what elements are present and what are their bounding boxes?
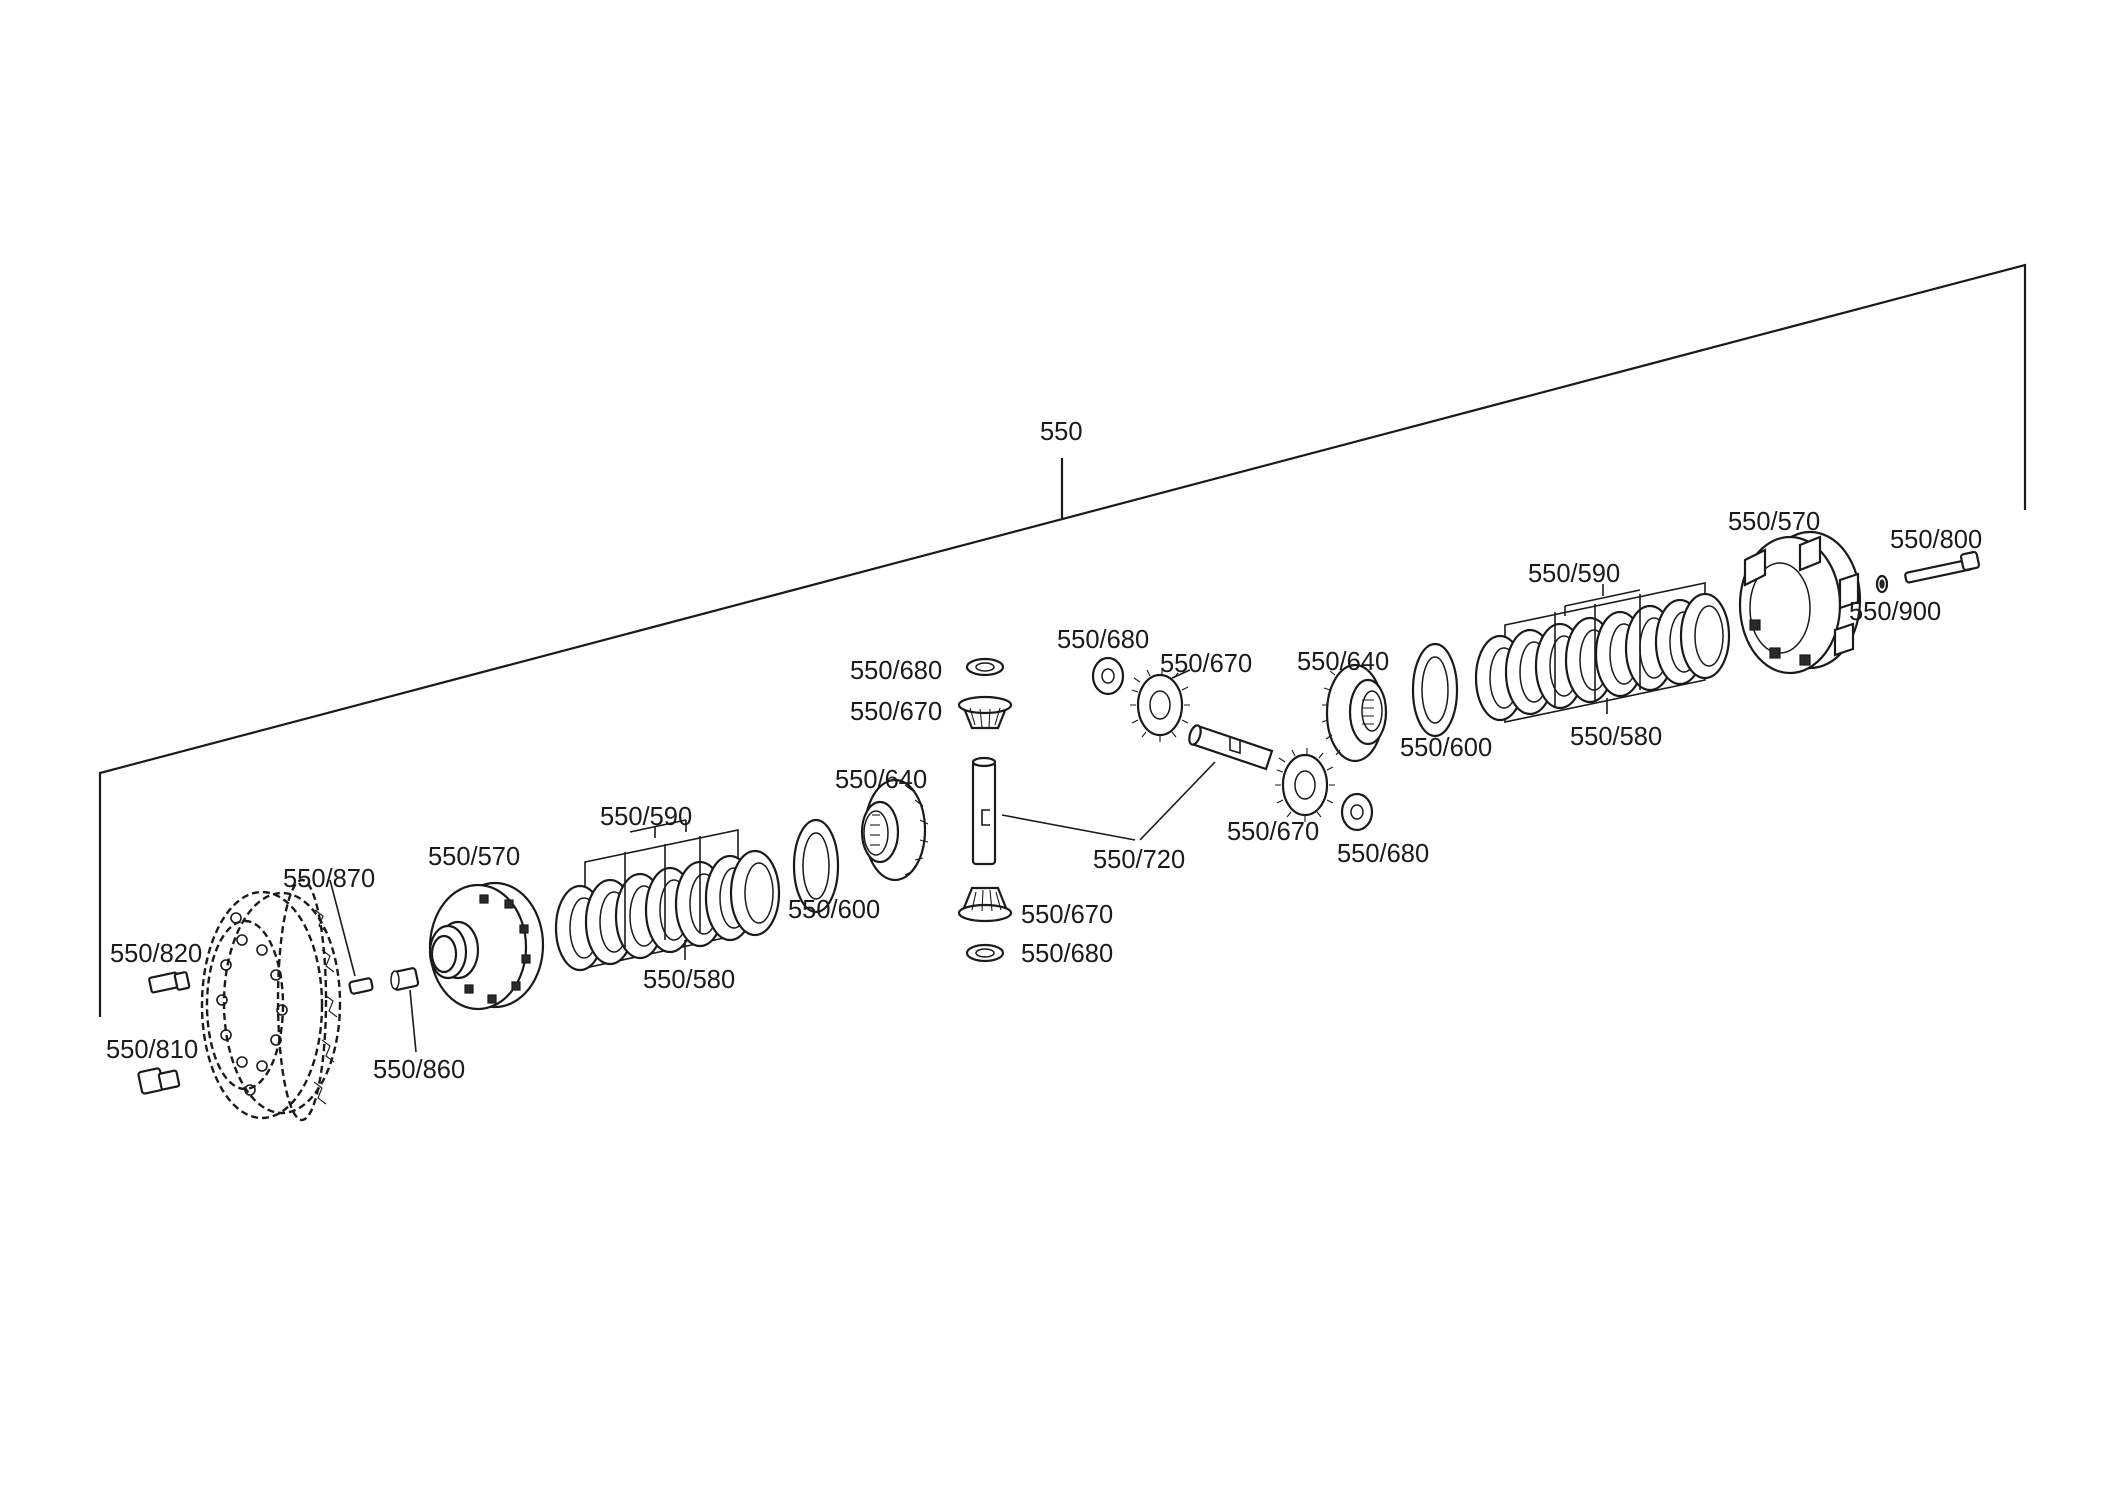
pin-550-870[interactable] <box>329 879 374 995</box>
cross-shaft-550-720-horizontal[interactable] <box>1139 724 1274 841</box>
thrust-washer-550-600-left[interactable] <box>792 818 840 914</box>
label-550-600-right: 550/600 <box>1400 734 1492 762</box>
label-550-640-left: 550/640 <box>835 766 927 794</box>
label-550-680-top-left: 550/680 <box>850 657 942 685</box>
label-550-820: 550/820 <box>110 940 202 968</box>
label-550-720: 550/720 <box>1093 846 1185 874</box>
label-550-680-lower-mid: 550/680 <box>1337 840 1429 868</box>
label-550-800: 550/800 <box>1890 526 1982 554</box>
label-550-860: 550/860 <box>373 1056 465 1084</box>
label-550-590-left: 550/590 <box>600 803 692 831</box>
label-550-600-left: 550/600 <box>788 896 880 924</box>
assembly-label: 550 <box>1040 418 1083 446</box>
diff-case-left-550-570[interactable] <box>428 881 545 1011</box>
pinion-washer-550-680-upper[interactable] <box>1091 656 1125 696</box>
thrust-washer-550-600-right[interactable] <box>1411 642 1459 738</box>
bolt-550-810[interactable] <box>137 1067 181 1095</box>
clutch-pack-right[interactable] <box>1474 582 1731 723</box>
label-550-670-lower-mid: 550/670 <box>1227 818 1319 846</box>
bolt-550-820[interactable] <box>148 971 191 994</box>
label-550-580-right: 550/580 <box>1570 723 1662 751</box>
washer-550-900[interactable] <box>1875 574 1889 594</box>
pinion-gear-550-670-bottom[interactable] <box>957 886 1013 923</box>
label-550-680-bottom: 550/680 <box>1021 940 1113 968</box>
side-gear-550-640-left[interactable] <box>860 778 929 882</box>
pinion-washer-550-680-bottom[interactable] <box>965 943 1005 963</box>
crown-wheel[interactable] <box>200 878 342 1122</box>
label-550-670-top-left: 550/670 <box>850 698 942 726</box>
pinion-gear-550-670-lower[interactable] <box>1275 748 1335 822</box>
label-550-670-upper-mid: 550/670 <box>1160 650 1252 678</box>
label-550-680-upper-mid: 550/680 <box>1057 626 1149 654</box>
assembly-bracket <box>98 263 2027 1017</box>
side-gear-550-640-right[interactable] <box>1321 663 1388 763</box>
bolt-550-800[interactable] <box>1904 550 1981 584</box>
pinion-gear-550-670-upper[interactable] <box>1130 668 1191 742</box>
diff-case-right-550-570[interactable] <box>1738 530 1862 675</box>
pinion-washer-550-680-lower[interactable] <box>1340 792 1374 832</box>
pinion-gear-550-670-top[interactable] <box>957 695 1013 730</box>
label-550-900: 550/900 <box>1849 598 1941 626</box>
cross-shaft-550-720-vertical[interactable] <box>971 756 1136 866</box>
label-550-640-right: 550/640 <box>1297 648 1389 676</box>
label-550-870: 550/870 <box>283 865 375 893</box>
label-550-570-right: 550/570 <box>1728 508 1820 536</box>
label-550-590-right: 550/590 <box>1528 560 1620 588</box>
label-550-810: 550/810 <box>106 1036 198 1064</box>
pinion-washer-550-680-top[interactable] <box>965 657 1005 677</box>
clutch-pack-left[interactable] <box>554 819 781 972</box>
sleeve-550-860[interactable] <box>390 967 420 1053</box>
label-550-670-bottom: 550/670 <box>1021 901 1113 929</box>
label-550-580-left: 550/580 <box>643 966 735 994</box>
label-550-570-left: 550/570 <box>428 843 520 871</box>
